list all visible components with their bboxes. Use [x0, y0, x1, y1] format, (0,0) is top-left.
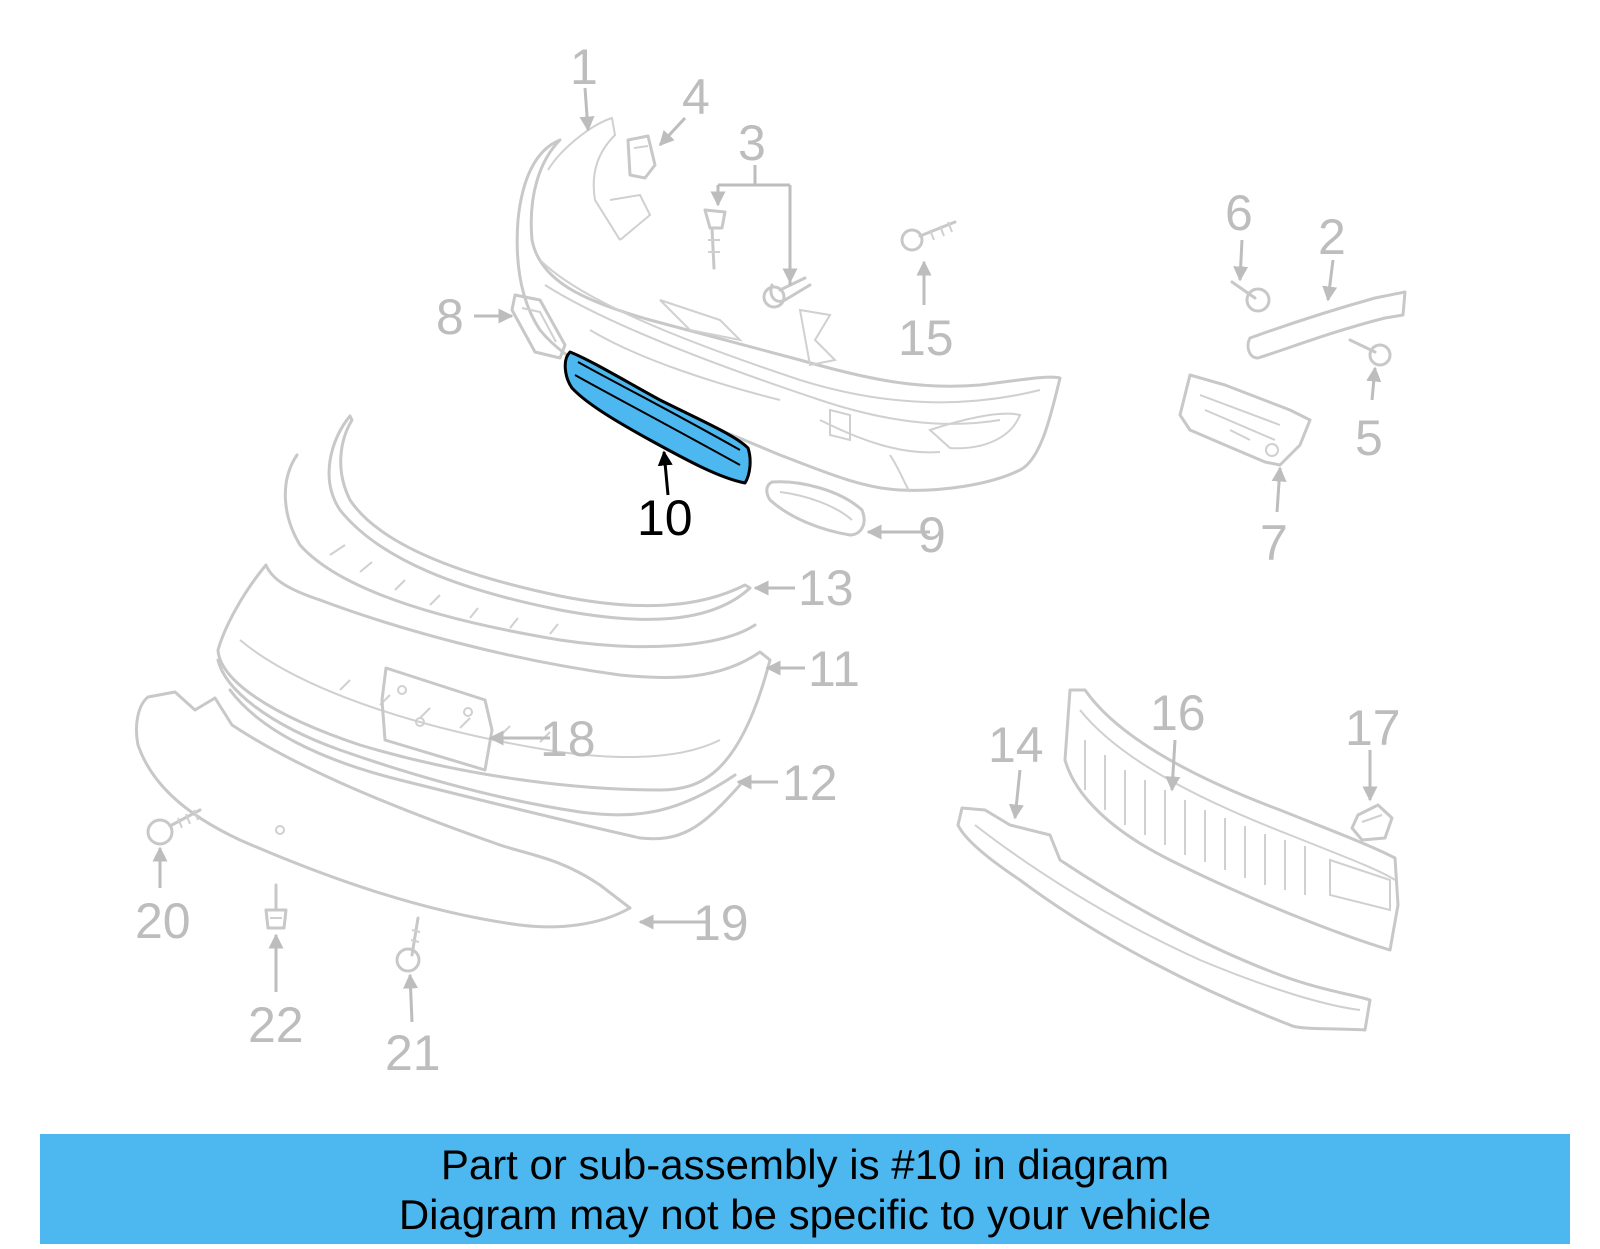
callout-11: 11 — [808, 641, 860, 697]
leader-lines — [152, 87, 1382, 1023]
clip-17 — [1350, 803, 1394, 842]
callout-18: 18 — [540, 711, 596, 767]
callout-2: 2 — [1318, 209, 1346, 265]
callout-4: 4 — [682, 69, 710, 125]
bracket-7 — [1178, 373, 1312, 467]
callout-7: 7 — [1260, 515, 1288, 571]
bracket-2 — [1246, 290, 1407, 360]
info-banner: Part or sub-assembly is #10 in diagram D… — [40, 1134, 1570, 1244]
reinforcement-16 — [1063, 688, 1400, 952]
callout-15: 15 — [898, 310, 954, 366]
callout-13: 13 — [798, 560, 854, 616]
callout-1: 1 — [570, 39, 598, 95]
banner-line-1: Part or sub-assembly is #10 in diagram — [440, 1141, 1170, 1188]
clip-4 — [626, 134, 657, 180]
callout-labels: 1 4 3 15 8 6 2 5 7 9 13 11 18 12 19 20 2… — [135, 39, 1401, 1081]
banner-line-2: Diagram may not be specific to your vehi… — [398, 1191, 1212, 1238]
callout-16: 16 — [1150, 685, 1206, 741]
valance-12 — [216, 658, 742, 841]
bolt-20 — [146, 808, 202, 846]
callout-5: 5 — [1355, 410, 1383, 466]
bumper-cover — [515, 116, 1062, 493]
bolt-5 — [1348, 338, 1392, 367]
callout-10: 10 — [637, 490, 693, 546]
callout-19: 19 — [693, 895, 749, 951]
callout-9: 9 — [918, 507, 946, 563]
screw-15 — [900, 220, 957, 252]
callout-22: 22 — [248, 997, 304, 1053]
bolt-6 — [1230, 280, 1271, 313]
pushpin-22 — [264, 883, 288, 930]
callout-14: 14 — [988, 717, 1044, 773]
insert-10-highlighted — [563, 350, 752, 485]
insert-9 — [765, 480, 866, 537]
callout-21: 21 — [385, 1025, 441, 1081]
callout-12: 12 — [782, 755, 838, 811]
license-bracket-18 — [380, 666, 494, 772]
valance-11 — [216, 563, 772, 792]
callout-6: 6 — [1225, 185, 1253, 241]
absorber-14 — [956, 806, 1372, 1032]
splash-shield-19 — [134, 690, 632, 929]
callout-3: 3 — [738, 115, 766, 171]
callout-17: 17 — [1345, 700, 1401, 756]
bolt-21 — [395, 916, 421, 973]
screws-3 — [703, 208, 812, 309]
strip-13 — [283, 414, 757, 649]
callout-20: 20 — [135, 893, 191, 949]
callout-8: 8 — [436, 289, 464, 345]
